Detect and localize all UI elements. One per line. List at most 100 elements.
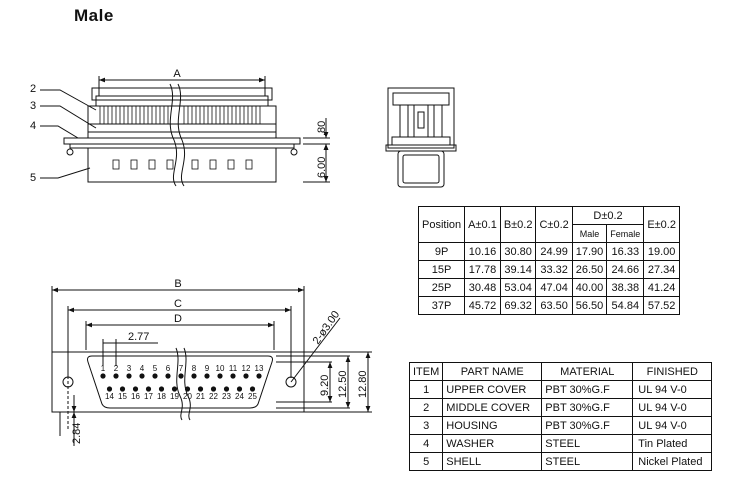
pin-hole [178, 373, 184, 379]
table-cell: 40.00 [571, 278, 608, 297]
header-e: E±0.2 [643, 206, 680, 243]
page-title: Male [74, 6, 114, 25]
pin-hole [191, 373, 197, 379]
table-cell: 54.84 [606, 296, 645, 315]
table-cell: 15P [417, 260, 466, 279]
table-row: 15P 17.78 39.14 33.32 26.50 24.66 27.34 [417, 260, 680, 279]
end-view [385, 87, 457, 188]
table-cell: 41.24 [643, 278, 680, 297]
pin-hole [158, 386, 165, 392]
table-cell: 57.52 [643, 296, 680, 315]
pin-number: 25 [248, 392, 257, 401]
pin-hole [223, 386, 230, 392]
dim-hole-label: 2-ø3.00 [311, 309, 343, 347]
table-cell: 17.78 [464, 260, 501, 279]
dim-v1-label: 9.20 [319, 375, 331, 396]
table-cell: STEEL [541, 434, 634, 453]
pin-number: 19 [170, 392, 179, 401]
table-cell: 56.50 [571, 296, 608, 315]
pin-number: 17 [144, 392, 153, 401]
table-cell: HOUSING [442, 416, 543, 435]
pin-hole [217, 373, 223, 379]
table-row: 2 MIDDLE COVER PBT 30%G.F UL 94 V-0 [408, 398, 713, 417]
table-row: 4 WASHER STEEL Tin Plated [408, 434, 713, 453]
header-d-female: Female [606, 224, 645, 243]
dim-offset-label: 2.84 [71, 423, 83, 444]
pin-hole [152, 373, 158, 379]
pin-number: 15 [118, 392, 127, 401]
callout-2: 2 [30, 83, 36, 95]
pin-number: 7 [179, 364, 184, 373]
pin-hole [106, 386, 113, 392]
table-cell: Nickel Plated [632, 452, 713, 471]
table-cell: UL 94 V-0 [632, 416, 713, 435]
table-cell: PBT 30%G.F [541, 380, 634, 399]
pin-hole [139, 373, 145, 379]
table-cell: 19.00 [643, 242, 680, 261]
pin-hole [256, 373, 262, 379]
cover-ribs [99, 106, 261, 124]
table-cell: 5 [408, 452, 444, 471]
dim-height-2: 6.00 [316, 157, 328, 178]
pin-number: 24 [235, 392, 244, 401]
pin-hole [171, 386, 178, 392]
side-view [40, 76, 330, 187]
pin-number: 2 [114, 364, 119, 373]
table-cell: 30.80 [499, 242, 537, 261]
header-finished: FINISHED [632, 362, 713, 381]
table-cell: STEEL [541, 452, 634, 471]
table-cell: 30.48 [464, 278, 501, 297]
pin-number: 10 [216, 364, 225, 373]
pin-number: 8 [192, 364, 197, 373]
table-cell: 69.32 [499, 296, 537, 315]
dim-v3-label: 12.80 [357, 370, 369, 398]
header-c: C±0.2 [535, 206, 573, 243]
dim-a-label: A [173, 68, 181, 80]
table-cell: MIDDLE COVER [442, 398, 543, 417]
table-cell: 38.38 [606, 278, 645, 297]
pin-number: 22 [209, 392, 218, 401]
table-cell: 47.04 [535, 278, 573, 297]
callout-5: 5 [30, 172, 36, 184]
dim-d-label: D [174, 313, 182, 325]
callout-3: 3 [30, 100, 36, 112]
pin-hole [184, 386, 191, 392]
dim-pitch-label: 2.77 [128, 331, 149, 343]
pin-hole [126, 373, 132, 379]
dim-height-1: .80 [316, 121, 328, 136]
table-cell: 24.99 [535, 242, 573, 261]
table-cell: WASHER [442, 434, 543, 453]
table-cell: 10.16 [464, 242, 501, 261]
parts-table: ITEM PART NAME MATERIAL FINISHED 1 UPPER… [408, 362, 713, 471]
header-item: ITEM [408, 362, 444, 381]
table-cell: 3 [408, 416, 444, 435]
pin-hole [132, 386, 139, 392]
table-row: 9P 10.16 30.80 24.99 17.90 16.33 19.00 [417, 242, 680, 261]
pin-number: 9 [205, 364, 210, 373]
pin-number: 12 [242, 364, 251, 373]
table-cell: 26.50 [571, 260, 608, 279]
header-material: MATERIAL [541, 362, 634, 381]
table-row: 3 HOUSING PBT 30%G.F UL 94 V-0 [408, 416, 713, 435]
table-cell: PBT 30%G.F [541, 416, 634, 435]
table-cell: 4 [408, 434, 444, 453]
table-cell: 53.04 [499, 278, 537, 297]
pin-number: 13 [255, 364, 264, 373]
table-row: 37P 45.72 69.32 63.50 56.50 54.84 57.52 [417, 296, 680, 315]
table-cell: 37P [417, 296, 466, 315]
pin-hole [210, 386, 217, 392]
pin-number: 18 [157, 392, 166, 401]
pin-number: 21 [196, 392, 205, 401]
dimension-table: Position A±0.1 B±0.2 C±0.2 D±0.2 E±0.2 M… [417, 206, 680, 315]
pin-hole [204, 373, 210, 379]
pin-hole [165, 373, 171, 379]
pin-number: 16 [131, 392, 140, 401]
table-cell: PBT 30%G.F [541, 398, 634, 417]
pin-hole [249, 386, 256, 392]
table-cell: 45.72 [464, 296, 501, 315]
table-cell: 1 [408, 380, 444, 399]
header-part-name: PART NAME [442, 362, 543, 381]
table-cell: 25P [417, 278, 466, 297]
pin-hole [197, 386, 204, 392]
